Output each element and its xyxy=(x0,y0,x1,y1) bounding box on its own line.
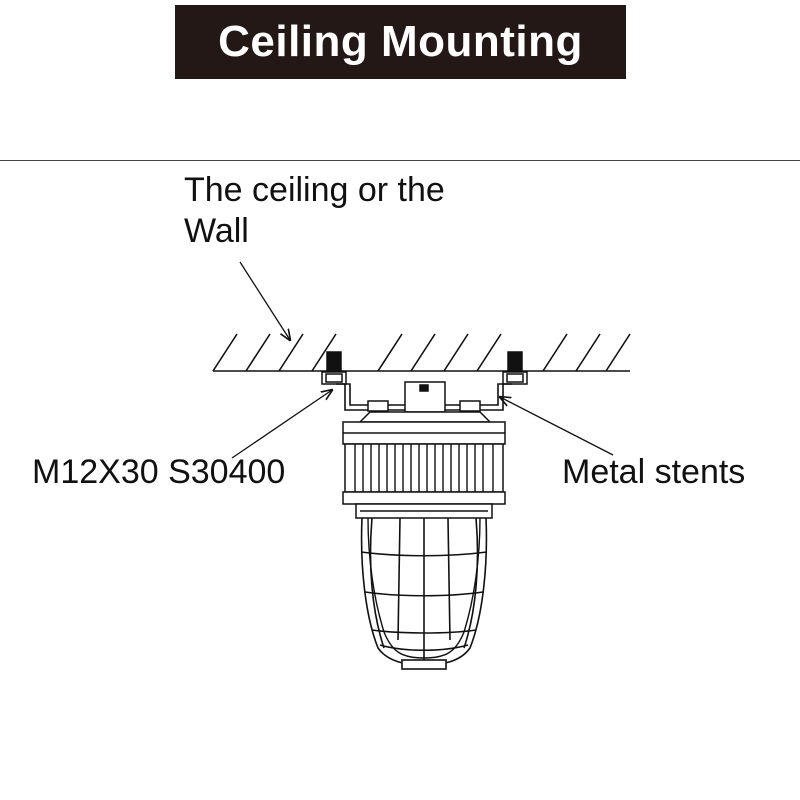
fixture-body xyxy=(342,421,506,519)
eyelet-icon xyxy=(419,384,429,392)
ceiling-surface xyxy=(212,333,631,372)
leader-lines xyxy=(231,261,614,459)
divider-line xyxy=(0,160,800,161)
stents-leader xyxy=(500,397,614,456)
bolt-leader xyxy=(231,390,332,459)
bolt-left xyxy=(321,351,347,385)
stents-label: Metal stents xyxy=(562,453,746,491)
bolt-right xyxy=(502,351,528,385)
page-title: Ceiling Mounting xyxy=(218,17,583,66)
ceiling-label: The ceiling or the Wall xyxy=(184,170,445,252)
fixture-cap xyxy=(358,381,492,423)
title-banner: Ceiling Mounting xyxy=(175,5,626,79)
ceiling-label-line1: The ceiling or the xyxy=(184,171,445,209)
heatsink-fins xyxy=(354,444,494,492)
bolt-label: M12X30 S30400 xyxy=(32,453,286,491)
ceiling-leader xyxy=(239,261,290,340)
wire-cage xyxy=(360,517,488,670)
ceiling-label-line2: Wall xyxy=(184,211,249,250)
